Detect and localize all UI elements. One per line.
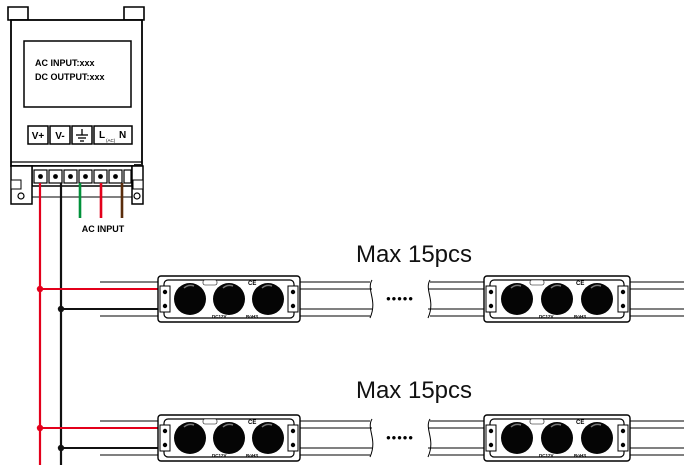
max-count-label-1: Max 15pcs: [356, 241, 472, 268]
led-row-1: Max 15pcs •••••: [36, 241, 684, 323]
spec-label-box: [23, 40, 132, 108]
power-supply: AC INPUT:xxx DC OUTPUT:xxx V+ V- L (AC) …: [7, 6, 145, 205]
led-lens: [174, 422, 206, 454]
led-lens: [541, 422, 573, 454]
ce-mark: CE: [576, 281, 584, 287]
led-lens: [541, 283, 573, 315]
dc-output-spec: DC OUTPUT:xxx: [35, 72, 105, 82]
junction-positive-1: [36, 285, 44, 293]
terminal-vplus-label: V+: [32, 131, 45, 142]
led-lens: [581, 283, 613, 315]
voltage-mark: DC12V: [539, 453, 554, 458]
terminal-block: [31, 164, 143, 187]
led-module: CE DC12V RoHS: [157, 275, 301, 323]
ce-mark: CE: [248, 281, 256, 287]
continuation-dots-2: •••••: [386, 430, 414, 445]
continuation-dots-1: •••••: [386, 291, 414, 306]
ac-input-label: AC INPUT: [82, 224, 125, 234]
terminal-live-label: L: [99, 130, 105, 141]
ac-input-spec: AC INPUT:xxx: [35, 58, 95, 68]
junction-positive-2: [36, 424, 44, 432]
max-count-label-2: Max 15pcs: [356, 377, 472, 404]
rohs-mark: RoHS: [574, 453, 586, 458]
voltage-mark: DC12V: [212, 453, 227, 458]
rohs-mark: RoHS: [574, 314, 586, 319]
junction-negative-2: [57, 444, 65, 452]
terminal-vminus-label: V-: [55, 131, 64, 142]
mounting-tab-right: [123, 6, 145, 21]
led-lens: [252, 422, 284, 454]
led-row-2: Max 15pcs •••••: [36, 377, 684, 462]
led-lens: [501, 283, 533, 315]
ac-input-wires: [78, 183, 124, 218]
dc-bus-wires: [38, 183, 63, 465]
ground-icon: [76, 129, 88, 142]
led-module: CE DC12V RoHS: [483, 414, 631, 462]
led-lens: [252, 283, 284, 315]
ce-mark: CE: [576, 420, 584, 426]
led-module: CE DC12V RoHS: [483, 275, 631, 323]
ce-mark: CE: [248, 420, 256, 426]
terminal-ac-sub-label: (AC): [106, 138, 116, 143]
terminal-neutral-label: N: [119, 130, 126, 141]
mounting-tab-left: [7, 6, 29, 21]
led-lens: [213, 283, 245, 315]
junction-negative-1: [57, 305, 65, 313]
voltage-mark: DC12V: [212, 314, 227, 319]
rohs-mark: RoHS: [246, 453, 258, 458]
led-lens: [581, 422, 613, 454]
terminal-label-strip: V+ V- L (AC) N: [27, 125, 133, 145]
voltage-mark: DC12V: [539, 314, 554, 319]
led-lens: [501, 422, 533, 454]
rohs-mark: RoHS: [246, 314, 258, 319]
led-module: CE DC12V RoHS: [157, 414, 301, 462]
led-lens: [213, 422, 245, 454]
led-lens: [174, 283, 206, 315]
